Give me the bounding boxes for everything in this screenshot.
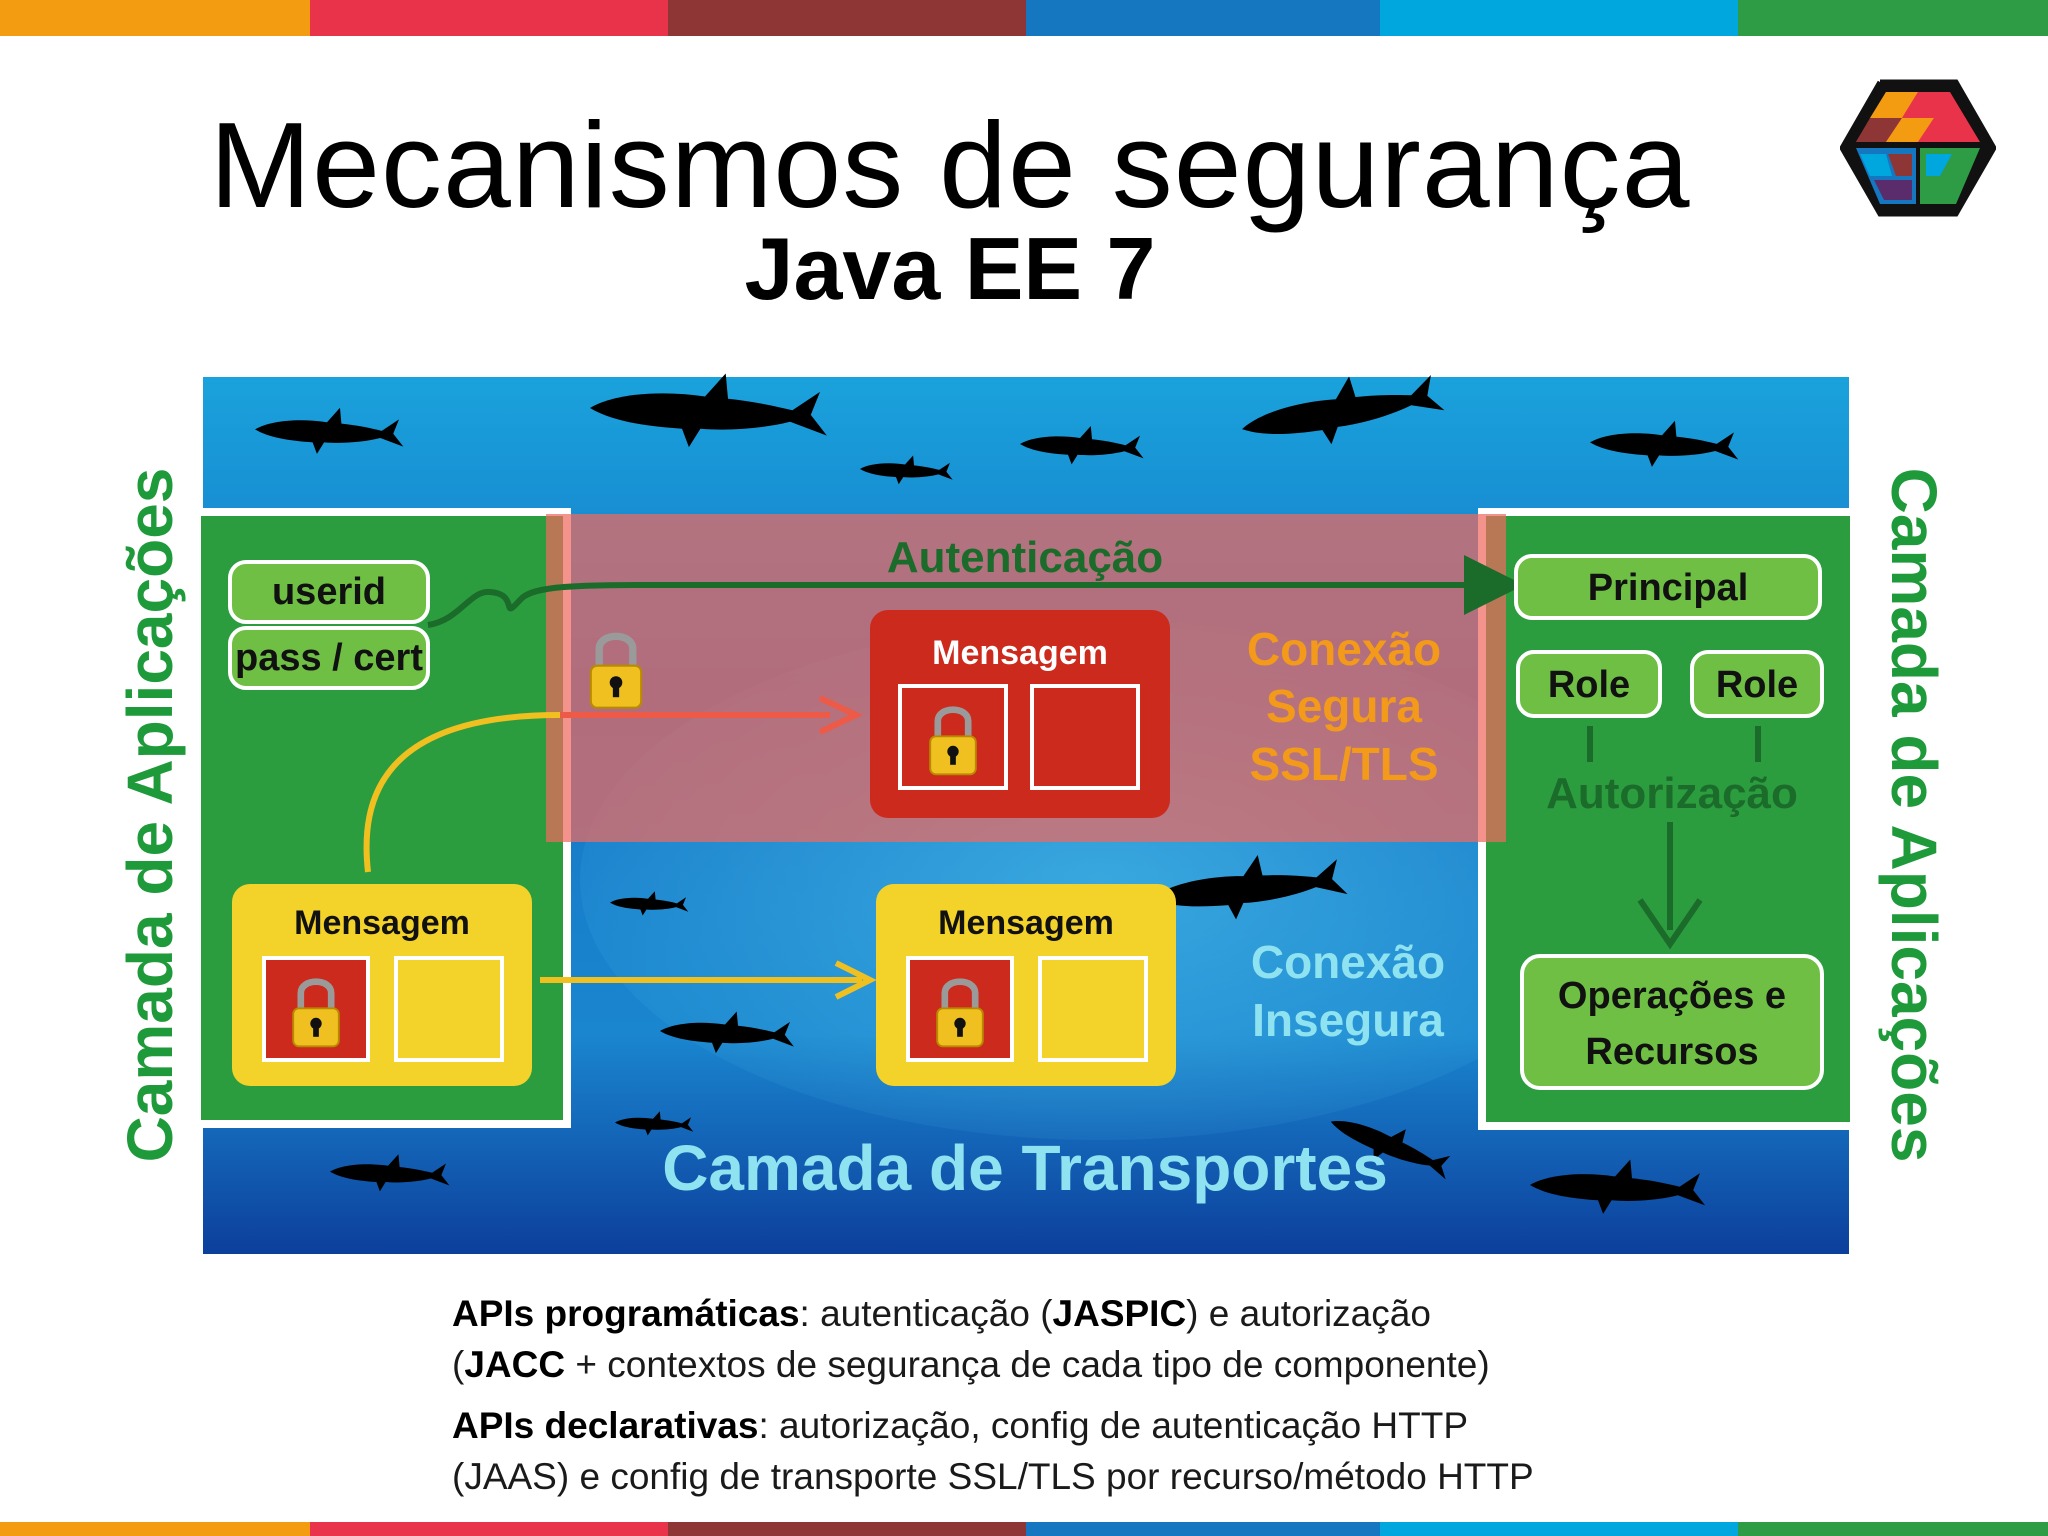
insecure-connection-line2: Insegura (1252, 994, 1444, 1046)
caption-bold: APIs programáticas (452, 1293, 800, 1334)
role-label-1: Role (1548, 664, 1630, 706)
principal-label: Principal (1588, 567, 1749, 609)
role-pill-1 (1516, 650, 1662, 718)
source-message-label: Mensagem (294, 904, 470, 942)
principal-pill (1514, 554, 1822, 620)
stripe-orange (0, 1522, 310, 1536)
page-title: Mecanismos de segurança (209, 97, 1691, 233)
pass-cert-label: pass / cert (235, 637, 423, 679)
bottom-color-stripe (0, 1522, 2048, 1536)
caption-text: + contextos de segurança de cada tipo de… (565, 1344, 1490, 1385)
caption-programmatic-apis: APIs programáticas: autenticação (JASPIC… (452, 1288, 2012, 1390)
insecure-message-label: Mensagem (938, 904, 1114, 942)
caption-text: ) e autorização (1186, 1293, 1431, 1334)
stripe-red (310, 1522, 668, 1536)
page-subtitle: Java EE 7 (744, 219, 1156, 318)
caption-2-line2: (JAAS) e config de transporte SSL/TLS po… (452, 1451, 2012, 1502)
pass-cert-pill (228, 626, 430, 690)
caption-text: ( (452, 1344, 465, 1385)
stripe-cyan (1380, 1522, 1738, 1536)
secure-path-arrow-icon (363, 712, 830, 873)
secure-connection-line1: Conexão (1247, 623, 1441, 675)
role-label-2: Role (1716, 664, 1798, 706)
operations-resources-box (1520, 954, 1824, 1090)
caption-declarative-apis: APIs declarativas: autorização, config d… (452, 1400, 2012, 1502)
stripe-maroon (668, 0, 1026, 36)
stripe-orange (0, 0, 310, 36)
caption-text: (JAAS) e config de transporte SSL/TLS po… (452, 1456, 1534, 1497)
top-color-stripe (0, 0, 2048, 36)
transport-layer-label: Camada de Transportes (662, 1132, 1388, 1204)
stripe-green (1738, 1522, 2048, 1536)
authentication-arrow-icon (427, 555, 1524, 628)
authorization-label: Autorização (1546, 769, 1798, 818)
stripe-cyan (1380, 0, 1738, 36)
secure-message-data-cell (1030, 684, 1140, 790)
operations-line1: Operações e (1558, 975, 1786, 1017)
secure-connection-line3: SSL/TLS (1249, 738, 1438, 790)
secure-connection-line2: Segura (1266, 680, 1422, 732)
insecure-connection-line1: Conexão (1251, 936, 1445, 988)
insecure-message-data-cell (1038, 956, 1148, 1062)
caption-2-line1: APIs declarativas: autorização, config d… (452, 1400, 2012, 1451)
source-message-data-cell (394, 956, 504, 1062)
stripe-blue (1026, 0, 1380, 36)
caption-bold: APIs declarativas (452, 1405, 759, 1446)
userid-label: userid (272, 571, 386, 613)
left-layer-label: Camada de Aplicações (114, 468, 186, 1163)
stripe-green (1738, 0, 2048, 36)
stripe-maroon (668, 1522, 1026, 1536)
caption-text: : autenticação ( (799, 1293, 1053, 1334)
caption-1-line2: (JACC + contextos de segurança de cada t… (452, 1339, 2012, 1390)
caption-bold: JACC (464, 1344, 566, 1385)
role-pill-2 (1690, 650, 1824, 718)
secure-message-label: Mensagem (932, 634, 1108, 672)
stripe-blue (1026, 1522, 1380, 1536)
caption-text: : autorização, config de autenticação HT… (758, 1405, 1469, 1446)
right-layer-label: Camada de Aplicações (1878, 468, 1950, 1163)
logo-cube-icon (1840, 79, 1996, 217)
operations-line2: Recursos (1585, 1031, 1758, 1073)
caption-1-line1: APIs programáticas: autenticação (JASPIC… (452, 1288, 2012, 1339)
caption-bold: JASPIC (1052, 1293, 1187, 1334)
stripe-red (310, 0, 668, 36)
authentication-label: Autenticação (887, 533, 1163, 582)
userid-pill (228, 560, 430, 624)
